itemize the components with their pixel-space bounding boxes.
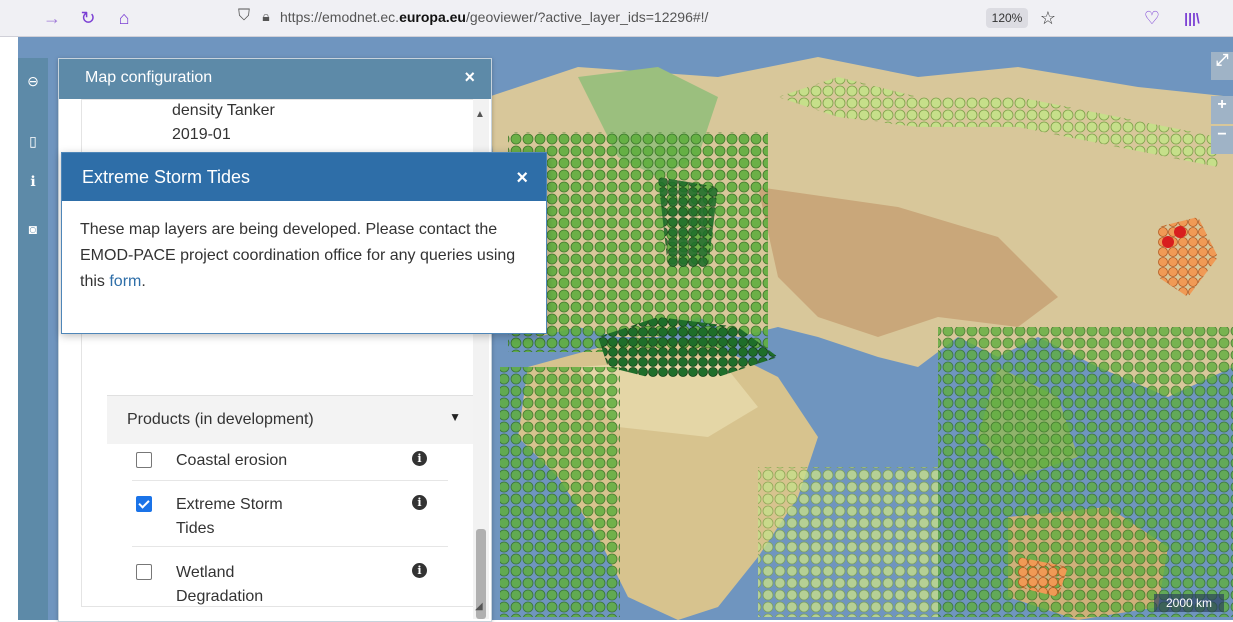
australia-coast <box>1018 557 1068 597</box>
camera-icon[interactable]: ◙ <box>28 221 38 237</box>
shield-icon[interactable]: ⛉ <box>237 7 250 24</box>
map-canvas[interactable] <box>18 37 1233 620</box>
info-icon[interactable]: i <box>412 563 427 578</box>
checkbox[interactable] <box>136 564 152 580</box>
lock-icon[interactable]: 🔒︎ <box>262 8 270 24</box>
url-text[interactable]: https://emodnet.ec.europa.eu/geoviewer/?… <box>280 9 709 25</box>
resize-handle-icon[interactable]: ◢ <box>475 601 483 612</box>
checkbox[interactable] <box>136 452 152 468</box>
library-icon[interactable]: |||\ <box>1184 10 1200 26</box>
arctic-coast <box>778 77 1218 167</box>
data-grid-atlantic <box>500 367 620 617</box>
zoom-out-button[interactable]: − <box>1211 126 1233 154</box>
mediterranean-coast <box>598 317 778 377</box>
scroll-up-icon[interactable]: ▲ <box>475 109 485 120</box>
north-sea-coast <box>658 177 718 267</box>
section-label: Products (in development) <box>127 411 314 428</box>
scrollbar-thumb[interactable] <box>476 529 486 619</box>
info-icon[interactable]: i <box>412 451 427 466</box>
panel-title: Map configuration <box>85 69 213 86</box>
data-grid-pacific <box>938 327 1233 617</box>
home-icon[interactable]: ⌂ <box>118 8 130 28</box>
side-rail: ⊖ ▯ ℹ ◙ <box>18 58 48 620</box>
info-icon[interactable]: i <box>412 495 427 510</box>
hotspot-marker <box>1162 236 1174 248</box>
central-asia-land <box>758 187 1058 337</box>
panel-header: Map configuration × <box>59 59 491 99</box>
popup-title: Extreme Storm Tides <box>82 167 251 187</box>
data-grid-europe <box>508 132 768 352</box>
map-scale: 2000 km <box>1154 594 1224 612</box>
hotspot-marker <box>1174 226 1186 238</box>
pocket-icon[interactable]: ♡ <box>1143 8 1161 28</box>
reload-icon[interactable]: ↻ <box>80 8 96 28</box>
zoom-in-button[interactable]: + <box>1211 96 1233 124</box>
popup-close-button[interactable]: × <box>516 167 528 189</box>
layer-name: density Tanker <box>172 102 275 119</box>
map-icon[interactable]: ▯ <box>29 133 37 149</box>
layer-date: 2019-01 <box>172 126 231 143</box>
star-icon[interactable]: ☆ <box>1039 8 1057 28</box>
layer-item-label: Coastal erosion <box>176 452 288 469</box>
form-link[interactable]: form <box>109 273 142 290</box>
chevron-down-icon: ▼ <box>449 410 461 424</box>
popup-body: These map layers are being developed. Pl… <box>80 221 516 290</box>
info-icon[interactable]: ℹ <box>30 173 36 189</box>
checkbox-checked[interactable] <box>136 496 152 512</box>
info-popup: Extreme Storm Tides × These map layers a… <box>61 152 547 334</box>
forward-icon[interactable]: → <box>43 8 61 28</box>
popup-header: Extreme Storm Tides × <box>62 153 546 201</box>
data-grid-indian <box>758 467 938 617</box>
url-bar[interactable]: ⛉ 🔒︎ https://emodnet.ec.europa.eu/geovie… <box>228 4 1058 32</box>
collapse-icon[interactable]: ⊖ <box>27 73 39 89</box>
map-configuration-panel: Map configuration × density Tanker 2019-… <box>58 58 492 622</box>
east-asia-coast <box>1158 217 1218 297</box>
fullscreen-icon[interactable]: ⤢ <box>1211 52 1233 80</box>
browser-toolbar: → ↻ ⌂ ⛉ 🔒︎ https://emodnet.ec.europa.eu/… <box>0 0 1233 37</box>
section-products[interactable]: Products (in development) ▼ <box>107 395 474 444</box>
zoom-badge[interactable]: 120% <box>986 8 1028 28</box>
layer-item-coastal-erosion[interactable]: Coastal erosion i <box>132 446 448 481</box>
panel-close-button[interactable]: × <box>464 67 475 87</box>
